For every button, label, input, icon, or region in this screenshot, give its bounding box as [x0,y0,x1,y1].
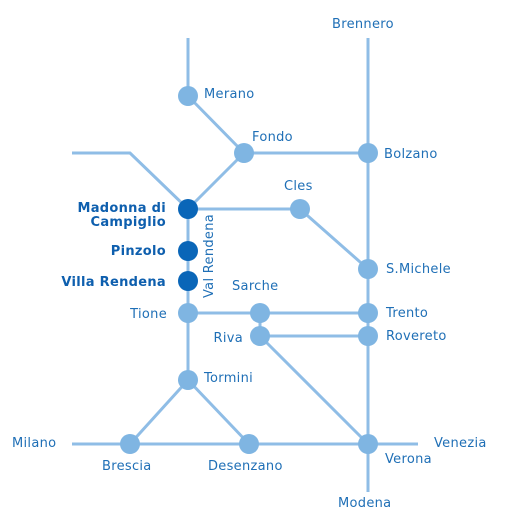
label-tione: Tione [129,307,167,322]
station-pinzolo[interactable] [178,241,198,261]
labels: Brennero Merano Fondo Bolzano Cles Madon… [12,17,487,511]
label-smichele: S.Michele [386,262,451,277]
label-tormini: Tormini [203,371,253,386]
label-brennero: Brennero [332,17,394,32]
station-tormini[interactable] [178,370,198,390]
route-campiglio-fondo [186,151,246,211]
label-bolzano: Bolzano [384,147,438,162]
station-trento[interactable] [358,303,378,323]
label-madonna-line1: Madonna di [77,201,166,216]
station-riva[interactable] [250,326,270,346]
stations [120,86,378,454]
station-fondo[interactable] [234,143,254,163]
label-brescia: Brescia [102,459,152,474]
route-riva-verona [258,334,370,446]
label-venezia: Venezia [434,436,487,451]
station-merano[interactable] [178,86,198,106]
label-val-rendena: Val Rendena [202,214,217,298]
label-cles: Cles [284,179,313,194]
label-fondo: Fondo [252,130,293,145]
label-pinzolo: Pinzolo [111,244,166,259]
label-rovereto: Rovereto [386,329,447,344]
label-riva: Riva [213,331,243,346]
station-smichele[interactable] [358,259,378,279]
label-trento: Trento [385,306,428,321]
station-bolzano[interactable] [358,143,378,163]
station-madonna-di-campiglio[interactable] [178,199,198,219]
label-sarche: Sarche [232,279,278,294]
station-cles[interactable] [290,199,310,219]
route-tormini-brescia [128,378,190,446]
station-rovereto[interactable] [358,326,378,346]
label-modena: Modena [338,496,391,511]
station-villa-rendena[interactable] [178,271,198,291]
label-verona: Verona [385,452,432,467]
station-desenzano[interactable] [239,434,259,454]
route-west-campiglio [72,151,190,211]
route-tormini-desenzano [186,378,251,446]
station-brescia[interactable] [120,434,140,454]
label-milano: Milano [12,436,56,451]
route-merano-fondo [186,94,246,155]
label-madonna-line2: Campiglio [91,215,166,230]
station-tione[interactable] [178,303,198,323]
label-desenzano: Desenzano [208,459,283,474]
station-verona[interactable] [358,434,378,454]
station-sarche[interactable] [250,303,270,323]
label-villa-rendena: Villa Rendena [61,275,166,290]
route-cles-smichele [299,207,369,271]
label-merano: Merano [204,87,255,102]
